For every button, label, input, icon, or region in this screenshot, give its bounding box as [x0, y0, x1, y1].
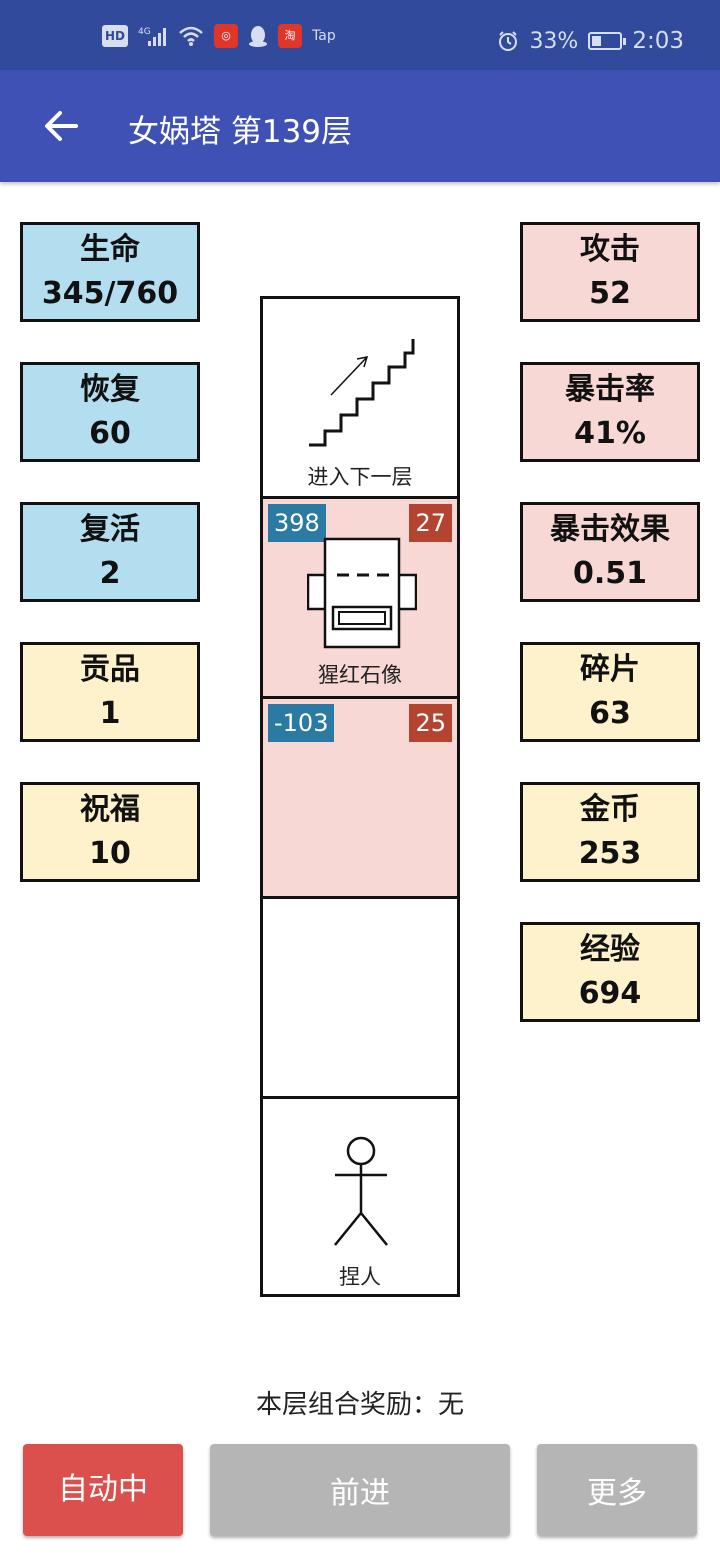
- stat-label: 祝福: [80, 792, 140, 827]
- tower-cell-enemy[interactable]: 398 27 猩红石像: [263, 499, 457, 699]
- qq-notification-icon: [248, 25, 268, 47]
- stat-label: 暴击效果: [550, 512, 670, 547]
- stat-experience: 经验 694: [520, 922, 700, 1022]
- stat-label: 恢复: [80, 372, 140, 407]
- stat-value: 41%: [574, 416, 646, 451]
- wifi-icon: [178, 25, 204, 47]
- taptap-notification-icon: Tap: [312, 28, 336, 44]
- stone-statue-icon: [307, 537, 417, 649]
- stat-value: 1: [99, 696, 121, 731]
- stat-label: 攻击: [580, 232, 640, 267]
- stat-crit-rate: 暴击率 41%: [520, 362, 700, 462]
- video-app-notification-icon: ◎: [214, 24, 239, 48]
- stat-value: 52: [589, 276, 631, 311]
- clock-time: 2:03: [632, 28, 684, 54]
- cell-label: 捏人: [339, 1265, 381, 1289]
- back-arrow-icon[interactable]: [40, 106, 80, 146]
- enemy-hp-badge: -103: [268, 704, 335, 742]
- enemy-hp-badge: 398: [268, 504, 326, 542]
- enemy-attack-badge: 25: [409, 704, 452, 742]
- stat-label: 贡品: [80, 652, 140, 687]
- stat-gold: 金币 253: [520, 782, 700, 882]
- tower-cell-enemy[interactable]: -103 25: [263, 699, 457, 899]
- stat-regen: 恢复 60: [20, 362, 200, 462]
- stat-value: 253: [578, 836, 642, 871]
- status-bar: HD 4G ◎ 淘 Tap: [0, 0, 720, 70]
- more-button[interactable]: 更多: [537, 1444, 697, 1536]
- cell-label: 进入下一层: [307, 465, 413, 489]
- stat-hp: 生命 345/760: [20, 222, 200, 322]
- stat-label: 金币: [580, 792, 640, 827]
- tower-cell-empty[interactable]: [263, 899, 457, 1099]
- stat-value: 345/760: [41, 276, 179, 311]
- stat-shards: 碎片 63: [520, 642, 700, 742]
- stat-label: 生命: [80, 232, 140, 267]
- enemy-attack-badge: 27: [409, 504, 452, 542]
- stat-crit-effect: 暴击效果 0.51: [520, 502, 700, 602]
- stat-value: 10: [89, 836, 131, 871]
- stat-value: 2: [99, 556, 121, 591]
- cell-label: 猩红石像: [318, 663, 402, 687]
- stat-revive: 复活 2: [20, 502, 200, 602]
- stat-label: 碎片: [580, 652, 640, 687]
- alarm-icon: [497, 30, 519, 52]
- stat-tribute: 贡品 1: [20, 642, 200, 742]
- forward-button[interactable]: 前进: [210, 1444, 510, 1536]
- auto-button[interactable]: 自动中: [23, 1444, 183, 1536]
- stairs-up-icon: [309, 339, 415, 447]
- tower: 进入下一层 398 27 猩红石像 -103 25 捏人: [260, 296, 460, 1297]
- network-type-label: 4G: [138, 27, 151, 37]
- signal-icon: 4G: [138, 25, 168, 47]
- battery-icon: [588, 32, 627, 50]
- stat-label: 复活: [80, 512, 140, 547]
- combo-reward-text: 本层组合奖励：无: [255, 1390, 464, 1420]
- stat-label: 经验: [580, 932, 640, 967]
- taobao-notification-icon: 淘: [278, 24, 303, 48]
- stat-attack: 攻击 52: [520, 222, 700, 322]
- stat-value: 694: [578, 976, 642, 1011]
- tower-cell-stairs[interactable]: 进入下一层: [263, 299, 457, 499]
- battery-percent: 33%: [529, 28, 579, 54]
- stat-value: 60: [89, 416, 131, 451]
- hd-icon: HD: [102, 25, 129, 47]
- stat-value: 0.51: [572, 556, 648, 591]
- stat-blessing: 祝福 10: [20, 782, 200, 882]
- page-title: 女娲塔 第139层: [128, 114, 353, 150]
- app-bar: 女娲塔 第139层: [0, 70, 720, 182]
- tower-cell-player[interactable]: 捏人: [263, 1099, 457, 1299]
- stick-figure-icon: [334, 1136, 388, 1246]
- stat-label: 暴击率: [565, 372, 655, 407]
- stat-value: 63: [589, 696, 631, 731]
